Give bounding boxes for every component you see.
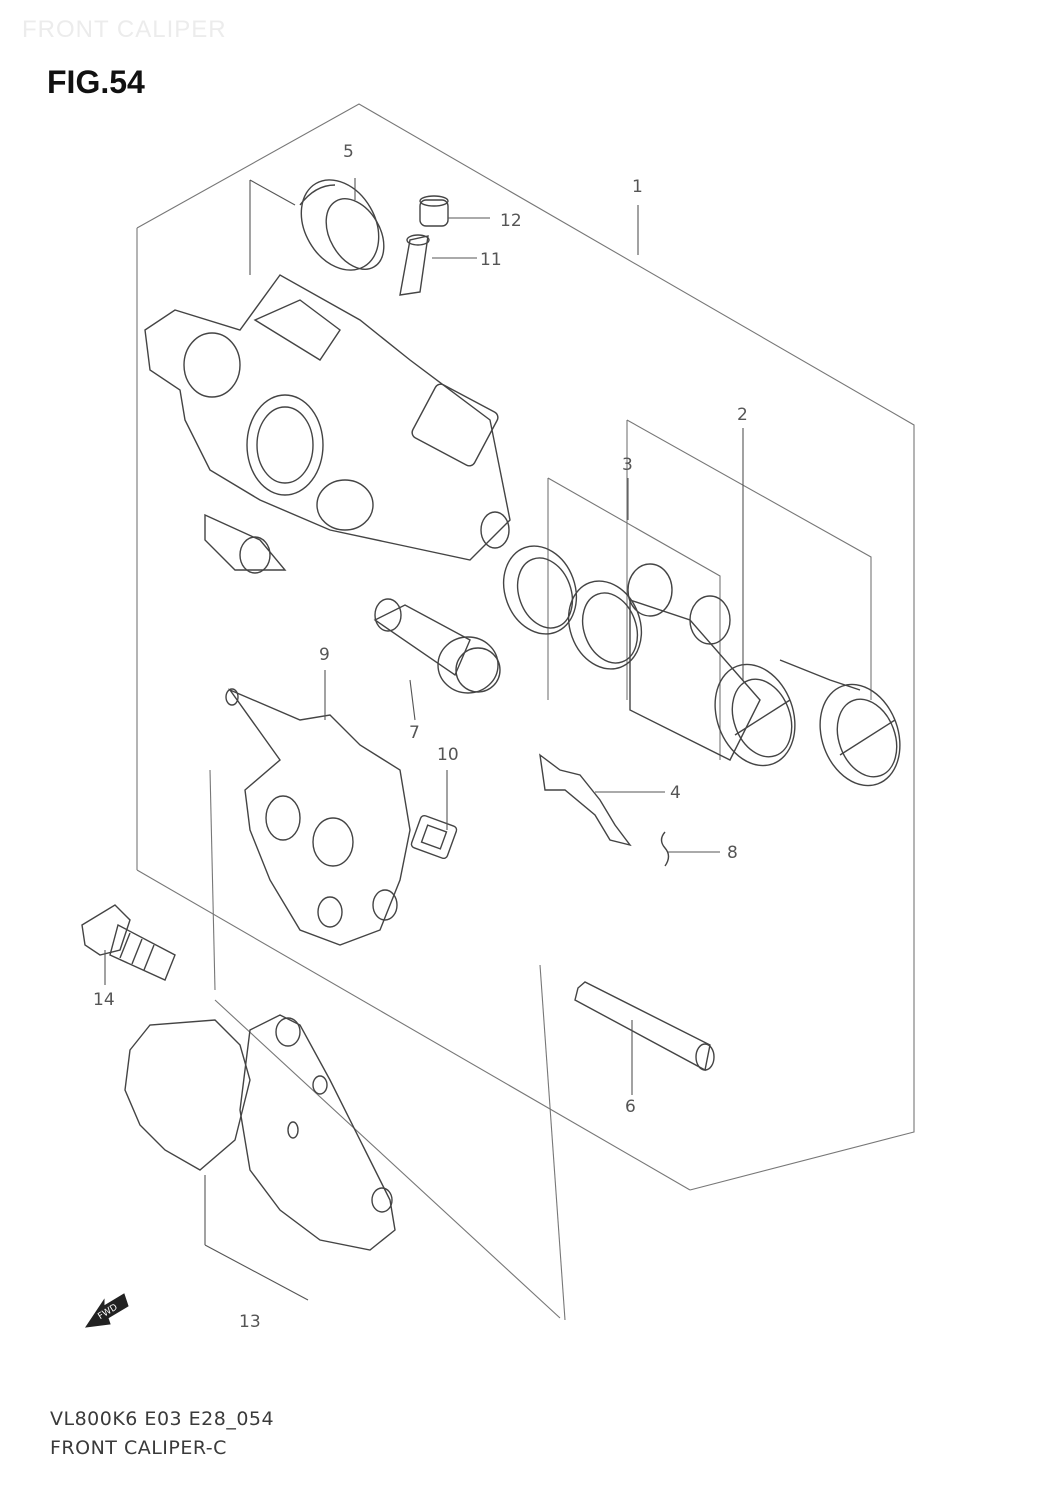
piston-group-frame — [547, 419, 872, 760]
dust-boot-part — [299, 179, 385, 271]
footer-caption: FRONT CALIPER-C — [50, 1437, 227, 1459]
callout-13: 13 — [239, 1312, 261, 1332]
watermark-title: FRONT CALIPER — [22, 16, 227, 43]
pad-spring-part — [410, 814, 458, 860]
callout-5: 5 — [343, 142, 354, 162]
caliper-bracket-part — [225, 688, 411, 946]
footer-code: VL800K6 E03 E28_054 — [50, 1408, 275, 1430]
bleeder-valve-part — [399, 234, 430, 296]
callout-1: 1 — [632, 177, 643, 197]
caliper-body-part — [144, 274, 511, 574]
assembly-frame — [136, 103, 915, 1321]
piston-part — [629, 599, 901, 787]
mounting-bolt-part — [81, 904, 176, 981]
slide-pin-part — [373, 598, 501, 694]
callout-9: 9 — [319, 645, 330, 665]
callout-12: 12 — [500, 211, 522, 231]
fwd-arrow-icon: FWD — [84, 1293, 129, 1328]
callout-4: 4 — [670, 783, 681, 803]
callout-14: 14 — [93, 990, 115, 1010]
callout-10: 10 — [437, 745, 459, 765]
clip-part — [660, 831, 670, 867]
leader-lines — [104, 178, 744, 1301]
callout-7: 7 — [409, 723, 420, 743]
figure-title: FIG.54 — [47, 64, 145, 100]
callout-labels: 1 2 3 4 5 6 7 8 9 10 11 12 13 14 — [93, 142, 748, 1332]
spring-part — [539, 753, 632, 847]
bleeder-cap-part — [419, 195, 449, 227]
callout-2: 2 — [737, 405, 748, 425]
callout-11: 11 — [480, 250, 502, 270]
piston-seal-part — [502, 545, 731, 670]
brake-pad-part — [124, 1014, 396, 1251]
callout-8: 8 — [727, 843, 738, 863]
callout-3: 3 — [622, 455, 633, 475]
pad-pin-part — [574, 981, 715, 1072]
callout-6: 6 — [625, 1097, 636, 1117]
